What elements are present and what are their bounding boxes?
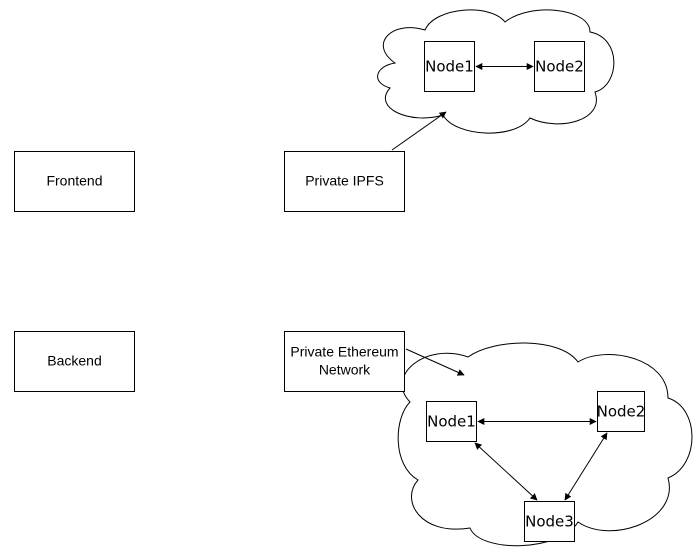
private-ethereum-box: Private Ethereum Network — [284, 331, 405, 392]
private-ipfs-box: Private IPFS — [284, 151, 405, 212]
ipfs-node2-label: Node2 — [535, 58, 584, 76]
ipfs-node1: Node1 — [424, 41, 475, 92]
private-ethereum-label-line2: Network — [319, 362, 371, 378]
ipfs-cloud-shape — [377, 9, 615, 134]
private-ethereum-label-line1: Private Ethereum — [290, 344, 398, 360]
ethereum-node3-label: Node3 — [525, 513, 574, 531]
ethereum-node1-label: Node1 — [427, 413, 476, 431]
ethereum-node2-node3-link — [564, 432, 608, 501]
ethereum-to-cloud-arrow — [405, 348, 465, 376]
backend-box: Backend — [14, 331, 135, 392]
private-ipfs-label: Private IPFS — [305, 173, 384, 189]
ethereum-node3: Node3 — [524, 501, 575, 542]
frontend-label: Frontend — [46, 173, 102, 189]
ethereum-node2: Node2 — [597, 391, 646, 432]
ipfs-node2: Node2 — [534, 41, 585, 92]
frontend-box: Frontend — [14, 151, 135, 212]
ethereum-node1-node3-link — [474, 442, 538, 501]
ethereum-node2-label: Node2 — [597, 403, 646, 421]
backend-label: Backend — [47, 353, 101, 369]
ipfs-node1-label: Node1 — [425, 58, 474, 76]
ipfs-to-cloud-arrow — [391, 111, 447, 151]
ethereum-node1: Node1 — [426, 401, 477, 442]
